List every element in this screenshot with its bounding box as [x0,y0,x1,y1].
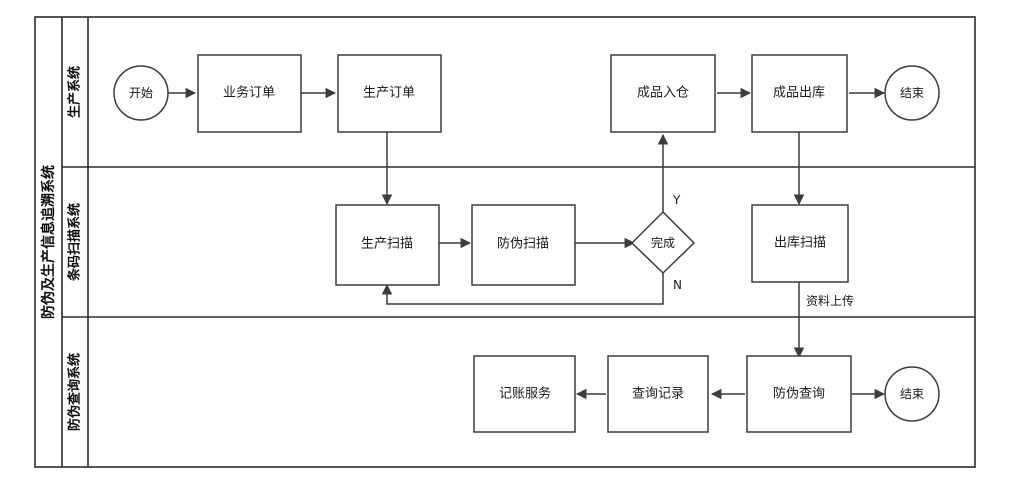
node-start-1[interactable]: 开始 [113,65,169,121]
node-antifake-query[interactable]: 防伪查询 [746,355,852,433]
pool-frame [34,16,976,468]
edge-complete-no-loop-to-production-scan [381,273,664,305]
node-query-record[interactable]: 查询记录 [607,355,709,433]
lane-label-query: 防伪查询系统 [67,353,83,431]
node-outbound-scan[interactable]: 出库扫描 [751,204,849,283]
node-label-production-order: 生产订单 [363,86,415,101]
node-label-goods-in: 成品入仓 [637,86,689,101]
node-label-start-1: 开始 [129,86,153,100]
node-label-end-2: 结束 [900,387,924,401]
node-end-1[interactable]: 结束 [884,65,940,121]
edge-label-upload-data: 资料上传 [806,293,854,308]
node-antifake-scan[interactable]: 防伪扫描 [471,204,576,286]
edges-cross-lane [381,132,805,359]
production-scan-rect-shape [335,204,440,286]
node-end-2[interactable]: 结束 [884,366,940,422]
node-label-antifake-scan: 防伪扫描 [497,236,549,252]
node-label-outbound-scan: 出库扫描 [774,235,826,251]
start-circle-shape [113,65,169,121]
node-label-business-order: 业务订单 [223,85,275,101]
node-label-accounting: 记账服务 [499,386,551,402]
end-circle-shape-2 [884,366,940,422]
query-record-rect-shape [607,355,709,433]
edges-lane-barcode [381,237,664,305]
node-goods-out[interactable]: 成品出库 [751,54,848,133]
antifake-scan-rect-shape [471,204,576,286]
edge-label-complete-no: N [673,278,682,292]
business-order-rect-shape [197,54,302,133]
node-goods-in[interactable]: 成品入仓 [610,54,716,133]
edge-label-complete-yes: Y [672,193,681,207]
end-circle-shape-1 [884,65,940,121]
antifake-query-rect-shape [746,355,852,433]
node-complete[interactable]: 完成 [630,210,696,275]
node-production-order[interactable]: 生产订单 [337,54,442,133]
outbound-scan-rect-shape [751,204,849,283]
goods-out-rect-shape [751,54,848,133]
node-label-complete: 完成 [651,235,675,250]
node-accounting[interactable]: 记账服务 [473,355,576,433]
complete-diamond-shape [630,210,696,275]
node-label-production-scan: 生产扫描 [361,237,413,252]
node-production-scan[interactable]: 生产扫描 [335,204,440,286]
node-label-goods-out: 成品出库 [773,85,825,101]
node-label-end-1: 结束 [900,86,924,100]
accounting-rect-shape [473,355,576,433]
goods-in-rect-shape [610,54,716,133]
node-business-order[interactable]: 业务订单 [197,54,302,133]
lane-label-barcode: 条码扫描系统 [67,203,83,281]
pool-title: 防伪及生产信息追溯系统 [40,165,57,319]
node-label-query-record: 查询记录 [632,387,684,402]
production-order-rect-shape [337,54,442,133]
node-label-antifake-query: 防伪查询 [773,386,825,402]
lane-label-production: 生产系统 [67,66,83,118]
